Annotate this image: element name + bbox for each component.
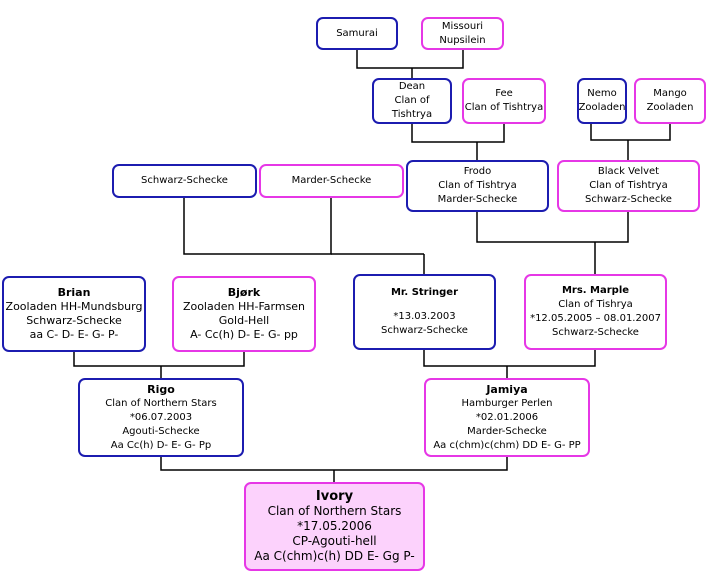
card-line: Clan of Northern Stars <box>105 397 217 409</box>
card-line: Frodo <box>463 166 492 177</box>
card-line: A- Cc(h) D- E- G- pp <box>190 328 298 341</box>
card-line: Fee <box>495 88 513 99</box>
animal-card-samurai: Samurai <box>316 17 398 50</box>
card-line: aa C- D- E- G- P- <box>29 328 119 341</box>
card-line: Zooladen <box>578 102 626 113</box>
card-line: Marder-Schecke <box>437 194 518 205</box>
animal-card-mr-stringer: Mr. Stringer *13.03.2003 Schwarz-Schecke <box>353 274 496 350</box>
card-line: Clan of Tishtrya <box>391 95 433 120</box>
card-line: *12.05.2005 – 08.01.2007 <box>530 313 661 324</box>
card-line: Nupsilein <box>439 34 486 46</box>
card-line: Mango <box>653 88 687 99</box>
animal-card-missouri: Missouri Nupsilein <box>421 17 504 50</box>
card-name: Ivory <box>315 489 354 504</box>
animal-card-mrs-marple: Mrs. Marple Clan of Tishrya *12.05.2005 … <box>524 274 667 350</box>
card-line: Gold-Hell <box>218 314 270 327</box>
card-line: Schwarz-Schecke <box>381 325 468 336</box>
animal-card-schwarz-schecke: Schwarz-Schecke <box>112 164 257 198</box>
card-name: Mr. Stringer <box>390 287 459 298</box>
card-line: Schwarz-Schecke <box>552 327 639 338</box>
card-line: *17.05.2006 <box>297 519 372 533</box>
animal-card-brian: Brian Zooladen HH-Mundsburg Schwarz-Sche… <box>2 276 146 352</box>
card-line: *02.01.2006 <box>475 411 539 423</box>
card-line: Clan of Northern Stars <box>267 504 402 518</box>
animal-card-jamiya: Jamiya Hamburger Perlen *02.01.2006 Mard… <box>424 378 590 457</box>
card-line: Nemo <box>587 88 617 99</box>
card-line: Samurai <box>336 27 378 39</box>
card-line: CP-Agouti-hell <box>292 534 377 548</box>
card-line: Clan of Tishtrya <box>589 180 668 191</box>
card-name: Mrs. Marple <box>561 285 630 296</box>
card-line: Schwarz-Schecke <box>26 314 122 327</box>
animal-card-fee: Fee Clan of Tishtrya <box>462 78 546 124</box>
animal-card-mango: Mango Zooladen <box>634 78 706 124</box>
card-line: Aa c(chm)c(chm) DD E- G- PP <box>433 439 581 451</box>
card-line: *06.07.2003 <box>129 411 193 423</box>
card-name: Brian <box>57 286 91 299</box>
card-line: Agouti-Schecke <box>122 425 200 437</box>
card-line: Zooladen <box>646 102 694 113</box>
card-name: Rigo <box>147 382 175 396</box>
card-line: Aa Cc(h) D- E- G- Pp <box>110 439 212 451</box>
card-name: Bjørk <box>227 286 261 299</box>
animal-card-ivory: Ivory Clan of Northern Stars *17.05.2006… <box>244 482 425 571</box>
animal-card-frodo: Frodo Clan of Tishtrya Marder-Schecke <box>406 160 549 212</box>
card-name: Jamiya <box>486 382 528 396</box>
card-line: Clan of Tishtrya <box>438 180 517 191</box>
card-line: Zooladen HH-Mundsburg <box>5 300 143 313</box>
animal-card-bjork: Bjørk Zooladen HH-Farmsen Gold-Hell A- C… <box>172 276 316 352</box>
card-line: Missouri <box>441 20 484 32</box>
card-line: Dean <box>398 81 426 92</box>
animal-card-black-velvet: Black Velvet Clan of Tishtrya Schwarz-Sc… <box>557 160 700 212</box>
card-line: Zooladen HH-Farmsen <box>182 300 306 313</box>
card-line: Aa C(chm)c(h) DD E- Gg P- <box>254 549 415 563</box>
card-line: *13.03.2003 <box>393 311 456 322</box>
card-line: Clan of Tishtrya <box>464 102 544 113</box>
animal-card-rigo: Rigo Clan of Northern Stars *06.07.2003 … <box>78 378 244 457</box>
card-line: Schwarz-Schecke <box>141 175 228 186</box>
card-line: Marder-Schecke <box>291 175 372 186</box>
card-line: Schwarz-Schecke <box>585 194 672 205</box>
animal-card-dean: Dean Clan of Tishtrya <box>372 78 452 124</box>
animal-card-marder-schecke: Marder-Schecke <box>259 164 404 198</box>
card-line: Black Velvet <box>597 166 660 177</box>
card-line: Marder-Schecke <box>467 425 547 437</box>
card-line: Clan of Tishrya <box>558 299 633 310</box>
card-line: Hamburger Perlen <box>461 397 553 409</box>
animal-card-nemo: Nemo Zooladen <box>577 78 627 124</box>
